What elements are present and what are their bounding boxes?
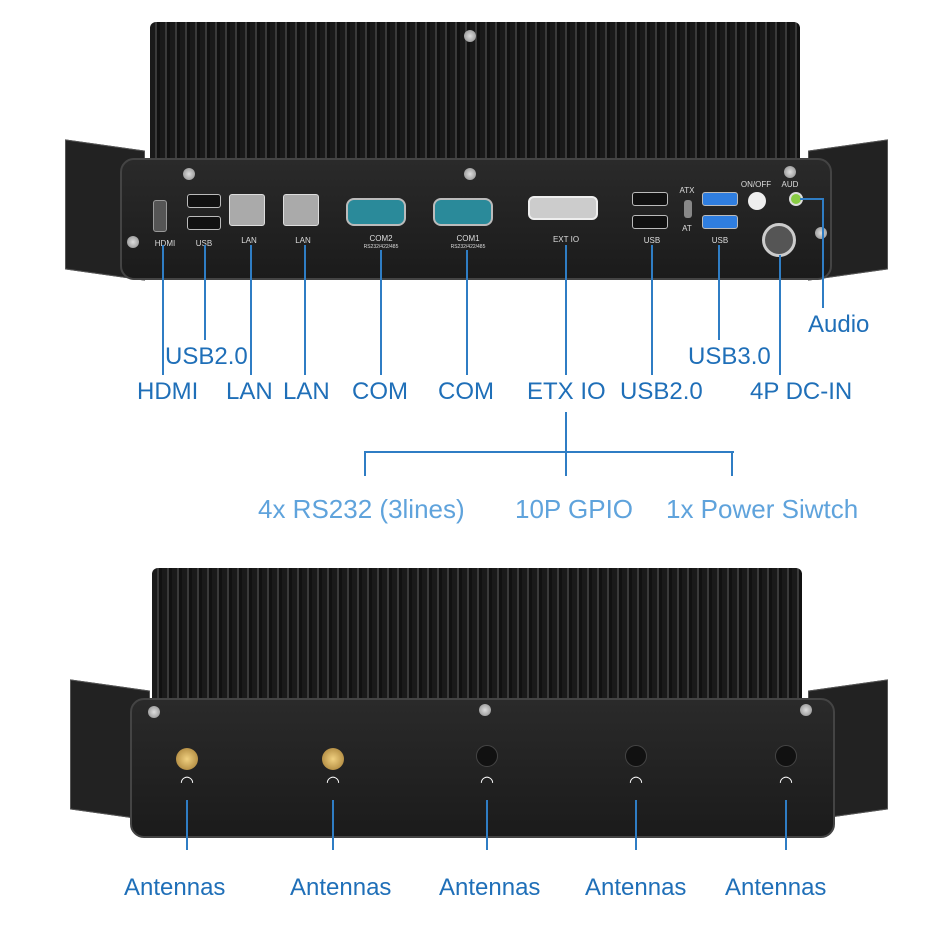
usb-port xyxy=(187,216,221,230)
antenna-plug xyxy=(476,745,498,767)
leader-line xyxy=(204,245,206,340)
leader-line xyxy=(332,800,334,850)
leader-line xyxy=(718,245,720,340)
wifi-icon: ◠ xyxy=(629,774,643,791)
leader-line xyxy=(635,800,637,850)
callout-antennas: Antennas xyxy=(124,874,226,901)
leader-line xyxy=(785,800,787,850)
bracket-line xyxy=(565,412,567,452)
wifi-icon: ◠ xyxy=(180,774,194,791)
wifi-icon: ◠ xyxy=(779,774,793,791)
port-label: COM2 xyxy=(369,234,393,243)
callout-lan: LAN xyxy=(226,378,273,405)
port-label: USB xyxy=(195,239,213,248)
usb-port xyxy=(187,194,221,208)
callout-etx-io: ETX IO xyxy=(527,378,606,405)
leader-line xyxy=(186,800,188,850)
dc-in-connector xyxy=(762,223,796,257)
callout-usb20: USB2.0 xyxy=(620,378,703,405)
antenna-plug xyxy=(625,745,647,767)
heatsink-fins xyxy=(150,22,800,172)
leader-line xyxy=(651,245,653,375)
hdmi-port xyxy=(153,200,167,232)
port-label: EXT IO xyxy=(552,235,580,244)
bracket-line xyxy=(731,451,733,476)
usb3-port xyxy=(702,192,738,206)
port-label: ON/OFF xyxy=(740,180,772,189)
port-label: ATX xyxy=(679,186,695,195)
leader-line xyxy=(486,800,488,850)
bracket-line xyxy=(565,451,567,476)
leader-line xyxy=(304,245,306,375)
port-label: AT xyxy=(682,224,692,233)
antenna-connector xyxy=(176,748,198,770)
leader-line xyxy=(822,198,824,308)
feature-power-switch: 1x Power Siwtch xyxy=(666,494,859,524)
callout-antennas: Antennas xyxy=(585,874,687,901)
port-label: USB xyxy=(711,236,729,245)
back-panel xyxy=(130,698,835,838)
callout-antennas: Antennas xyxy=(725,874,827,901)
bracket-line xyxy=(364,451,366,476)
port-label: LAN xyxy=(295,236,311,245)
power-button[interactable] xyxy=(748,192,766,210)
feature-rs232: 4x RS232 (3lines) xyxy=(258,494,465,524)
ext-io-port xyxy=(528,196,598,220)
port-sublabel: RS232/422/485 xyxy=(450,244,486,250)
leader-line xyxy=(779,255,781,375)
callout-lan: LAN xyxy=(283,378,330,405)
leader-line xyxy=(162,245,164,375)
callout-usb30: USB3.0 xyxy=(688,343,771,370)
antenna-plug xyxy=(775,745,797,767)
callout-usb20: USB2.0 xyxy=(165,343,248,370)
port-label: HDMI xyxy=(154,239,176,248)
callout-dc-in: 4P DC-IN xyxy=(750,378,853,405)
leader-line xyxy=(565,245,567,375)
com2-port xyxy=(346,198,406,226)
callout-antennas: Antennas xyxy=(290,874,392,901)
callout-hdmi: HDMI xyxy=(137,378,199,405)
feature-gpio: 10P GPIO xyxy=(515,494,634,524)
leader-line xyxy=(800,198,824,200)
atx-at-switch[interactable] xyxy=(684,200,692,218)
port-label: COM1 xyxy=(456,234,480,243)
callout-com: COM xyxy=(352,378,408,405)
callout-antennas: Antennas xyxy=(439,874,541,901)
callout-com: COM xyxy=(438,378,494,405)
com1-port xyxy=(433,198,493,226)
leader-line xyxy=(380,250,382,375)
lan-port xyxy=(229,194,265,226)
bracket-line xyxy=(364,451,734,453)
usb-port xyxy=(632,192,668,206)
wifi-icon: ◠ xyxy=(480,774,494,791)
port-sublabel: RS232/422/485 xyxy=(363,244,399,250)
antenna-connector xyxy=(322,748,344,770)
wifi-icon: ◠ xyxy=(326,774,340,791)
heatsink-fins xyxy=(152,568,802,708)
usb-port xyxy=(632,215,668,229)
port-label: AUD xyxy=(781,180,799,189)
port-label: LAN xyxy=(241,236,257,245)
callout-audio: Audio xyxy=(808,311,870,338)
port-label: USB xyxy=(643,236,661,245)
leader-line xyxy=(466,250,468,375)
usb3-port xyxy=(702,215,738,229)
leader-line xyxy=(250,245,252,375)
lan-port xyxy=(283,194,319,226)
